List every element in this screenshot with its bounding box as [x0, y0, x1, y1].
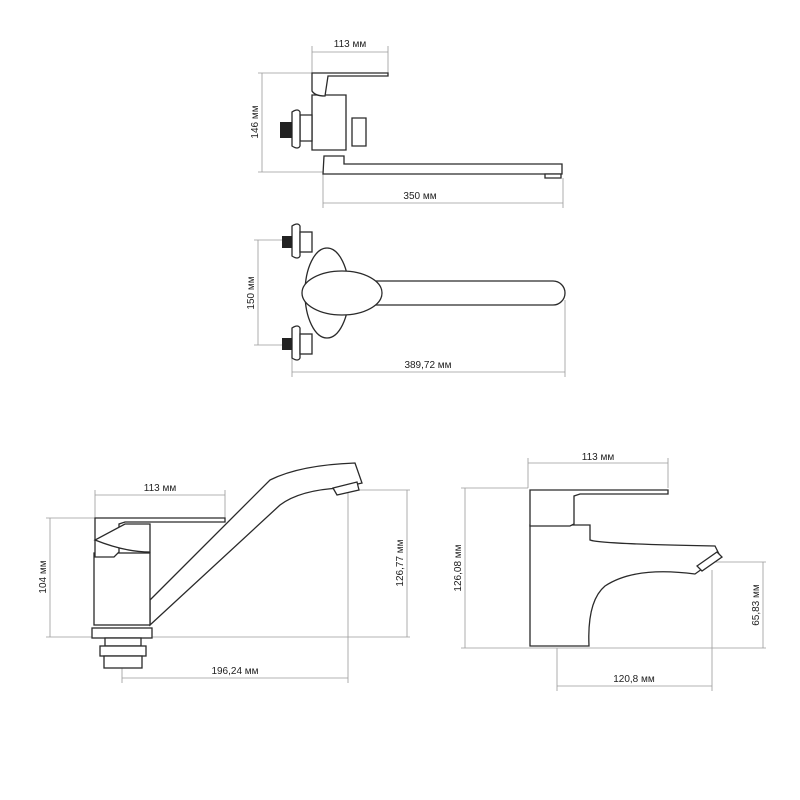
dim-label: 126,77 мм [395, 539, 406, 586]
dimension-labels: 113 мм 146 мм 350 мм 150 мм 389,72 мм 11… [38, 39, 762, 685]
wall-mixer-top-view [254, 223, 566, 377]
dim-label: 196,24 мм [211, 666, 258, 677]
wall-mixer-side-view [258, 46, 564, 208]
dim-label: 126,08 мм [453, 544, 464, 591]
basin-mixer-view [461, 458, 766, 691]
dim-label: 389,72 мм [404, 360, 451, 371]
dim-label: 113 мм [144, 483, 177, 494]
dim-label: 104 мм [38, 560, 49, 593]
dim-label: 120,8 мм [613, 674, 655, 685]
deck-swivel-view [46, 462, 410, 683]
dim-label: 146 мм [250, 105, 261, 138]
dim-label: 150 мм [246, 276, 257, 309]
dim-label: 113 мм [582, 452, 615, 463]
dim-label: 65,83 мм [751, 584, 762, 626]
dim-label: 113 мм [334, 39, 367, 50]
dim-label: 350 мм [403, 191, 436, 202]
